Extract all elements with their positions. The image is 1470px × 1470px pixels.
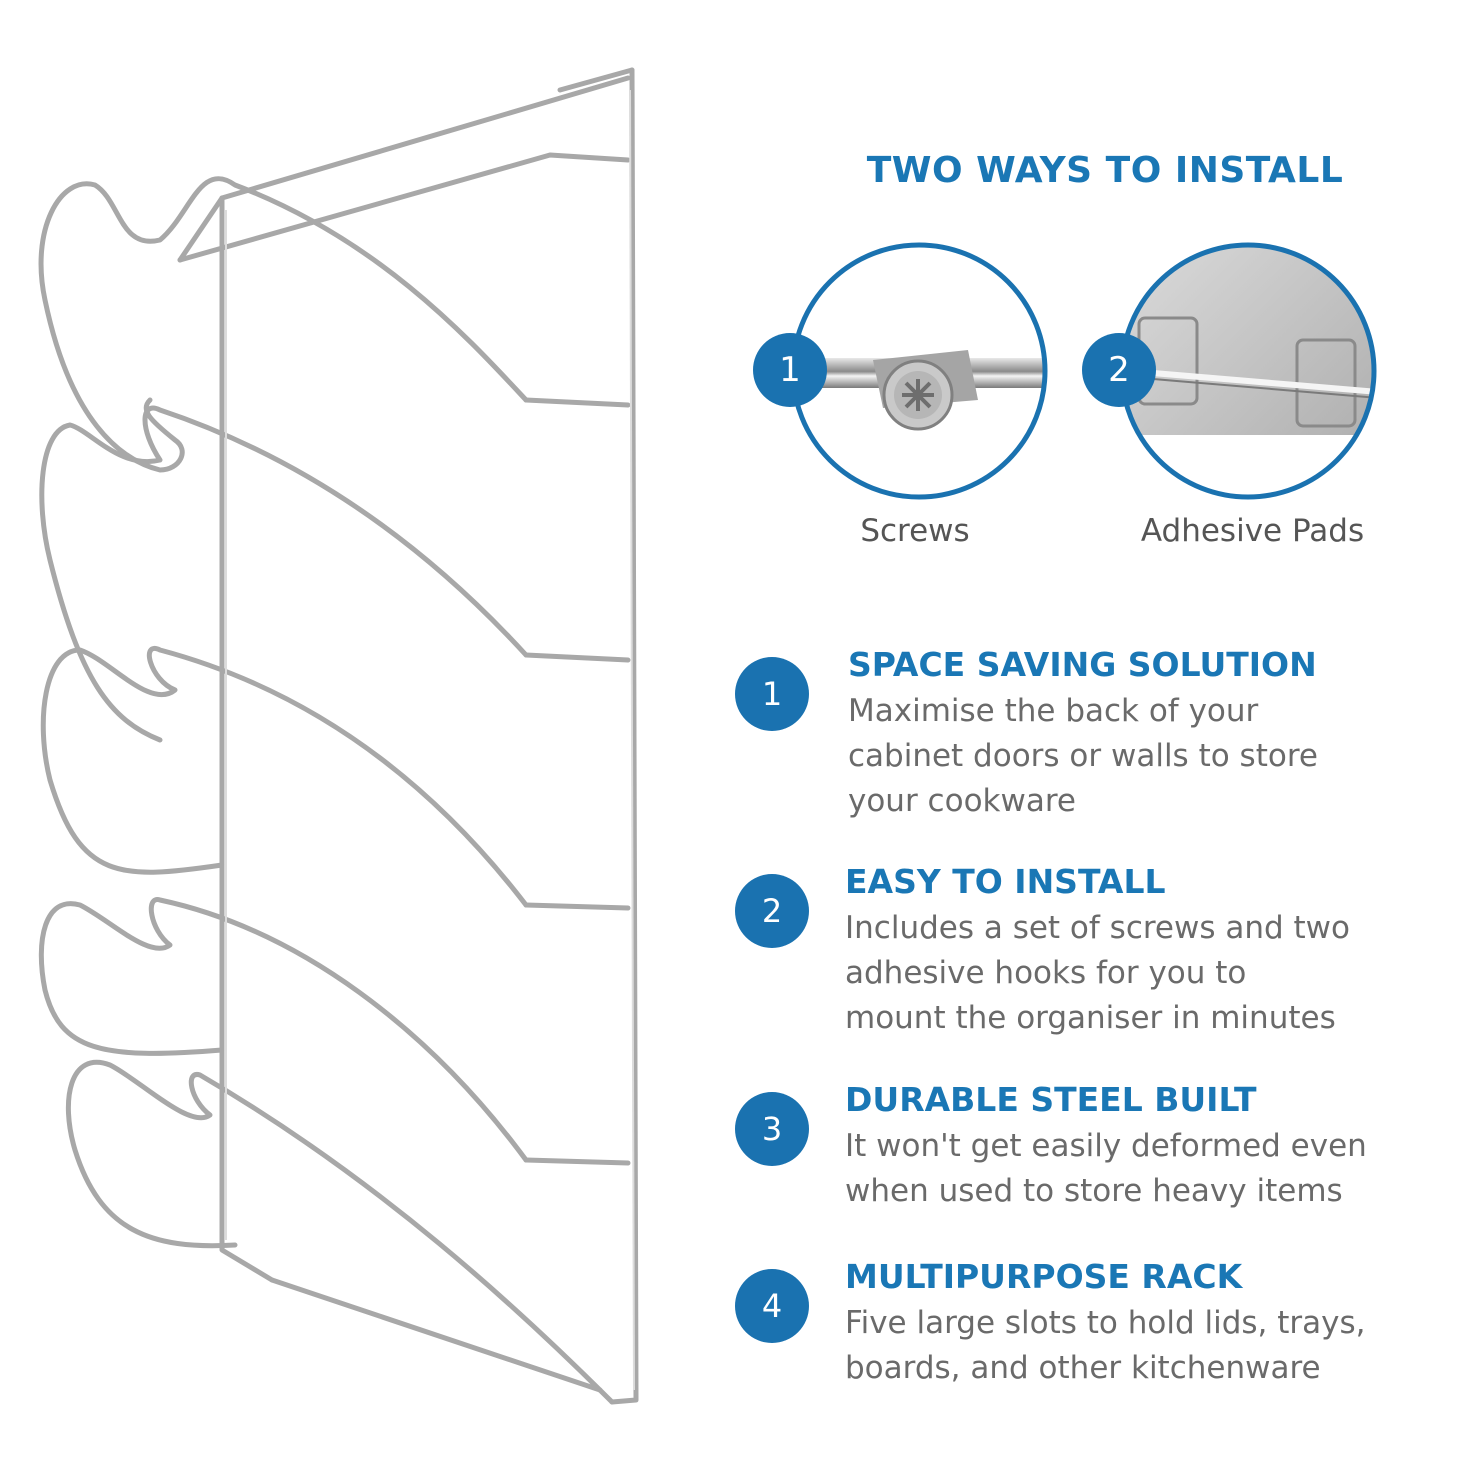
screw-closeup-photo (790, 242, 1048, 500)
method-label-screws: Screws (860, 513, 970, 549)
feature-description: Five large slots to hold lids, trays, bo… (845, 1305, 1366, 1386)
feature-number-badge: 2 (735, 874, 809, 948)
feature-number-badge: 1 (735, 657, 809, 731)
wire-rack-illustration (38, 67, 639, 1405)
method-badge-2: 2 (1082, 333, 1156, 407)
feature-description: Maximise the back of your cabinet doors … (848, 693, 1318, 819)
feature-description: It won't get easily deformed even when u… (845, 1128, 1367, 1209)
adhesive-pad-closeup-photo (1119, 242, 1377, 500)
feature-title: DURABLE STEEL BUILT (845, 1080, 1257, 1119)
method-label-adhesive-pads: Adhesive Pads (1140, 513, 1365, 549)
feature-number-badge: 3 (735, 1092, 809, 1166)
feature-description: Includes a set of screws and two adhesiv… (845, 910, 1351, 1036)
install-section-title: TWO WAYS TO INSTALL (866, 150, 1344, 191)
feature-title: MULTIPURPOSE RACK (845, 1257, 1243, 1296)
method-badge-1: 1 (753, 333, 827, 407)
feature-title: EASY TO INSTALL (845, 862, 1166, 901)
feature-number-badge: 4 (735, 1269, 809, 1343)
feature-title: SPACE SAVING SOLUTION (848, 645, 1317, 684)
